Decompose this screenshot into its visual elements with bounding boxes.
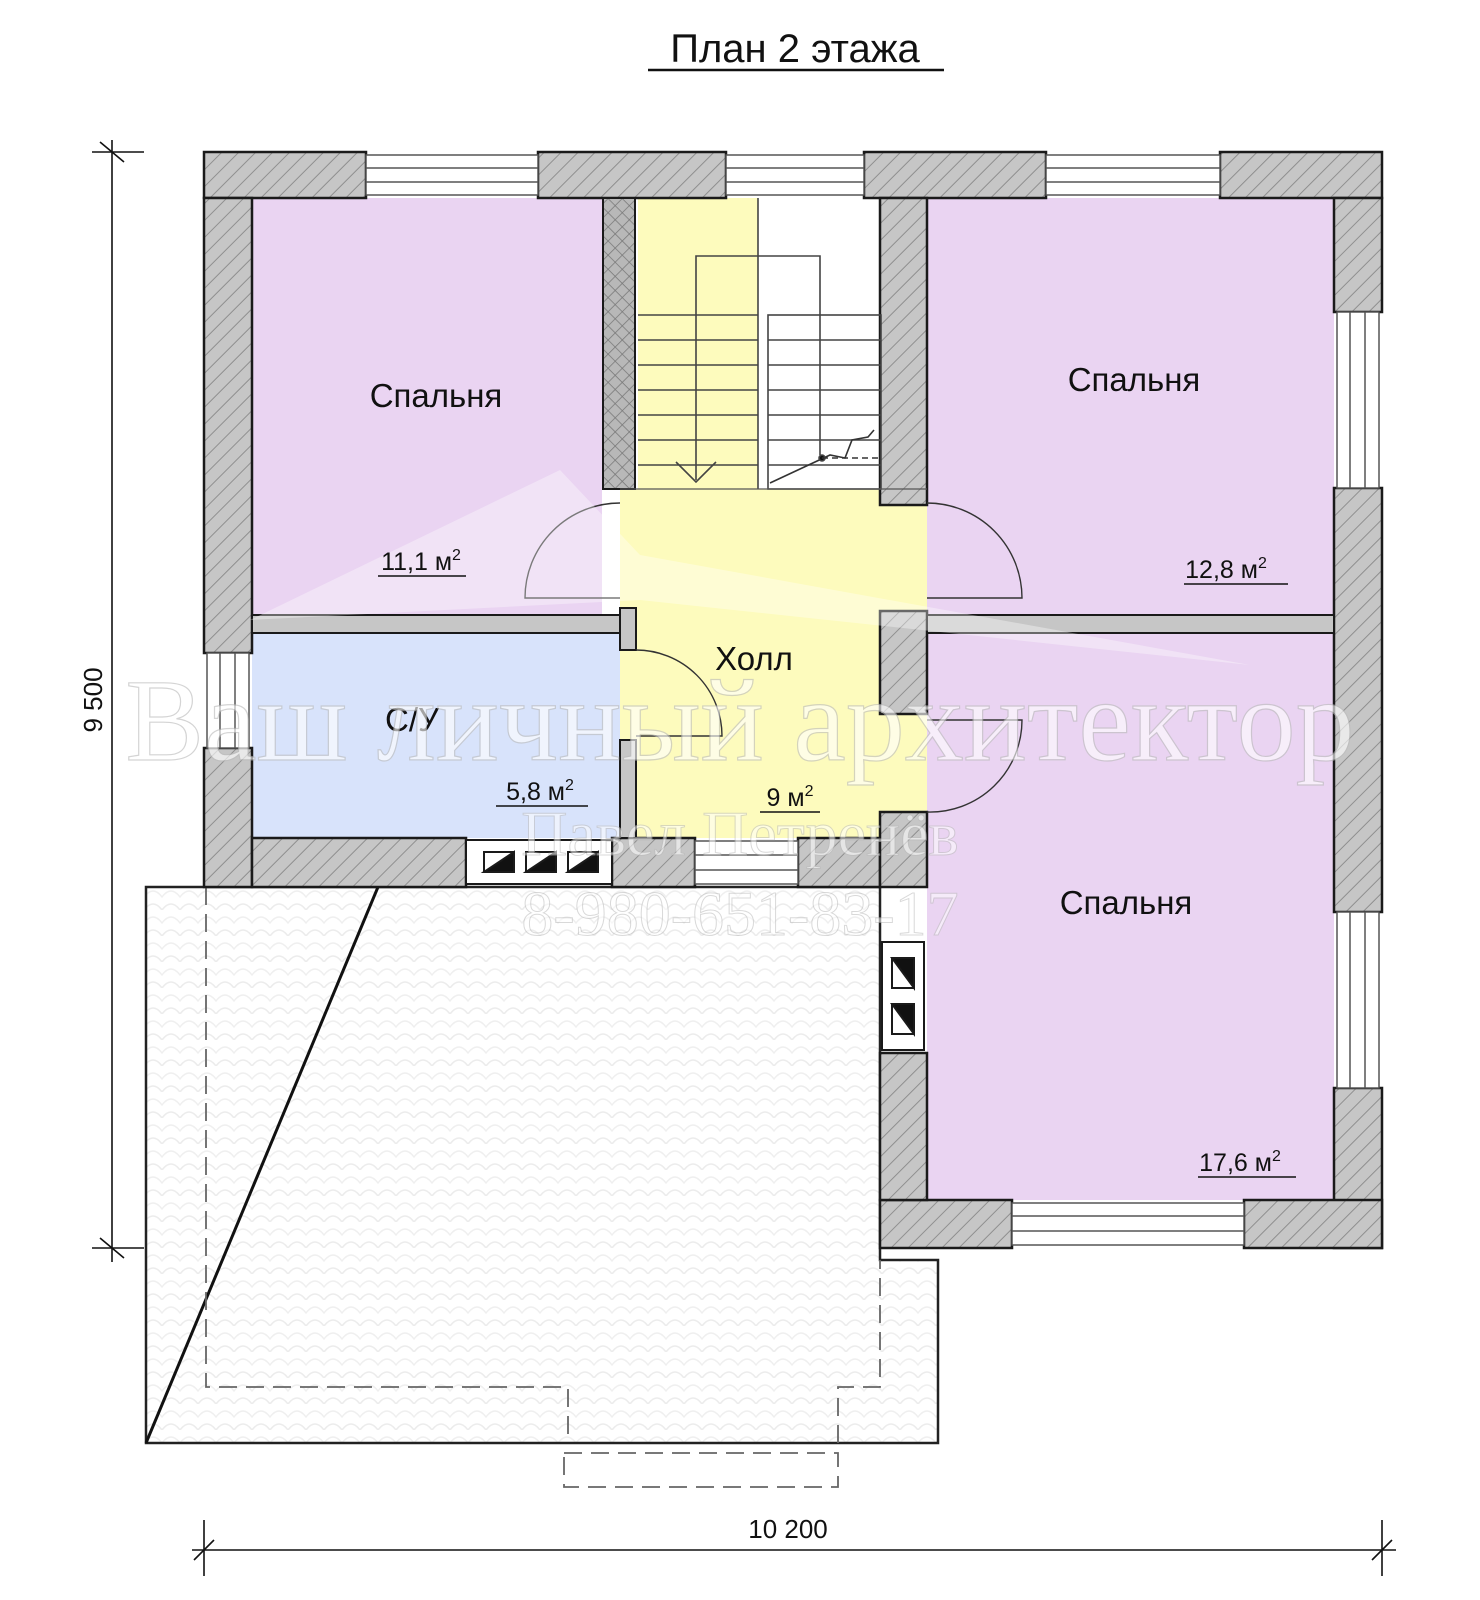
- door-bedroom-2: [926, 502, 1023, 599]
- room-bedroom-1: Спальня 11,1 м2: [370, 377, 503, 577]
- doors: [524, 502, 1023, 813]
- vent-ducts: [465, 839, 925, 1051]
- window: [1045, 154, 1221, 196]
- window: [694, 840, 799, 885]
- room-bathroom: С/У 5,8 м2: [385, 701, 588, 807]
- bedroom-3-fill: [927, 633, 1334, 1200]
- dimension-height: 9 500: [78, 140, 144, 1262]
- door-bedroom-3: [926, 719, 1023, 813]
- room-bedroom-3: Спальня 17,6 м2: [1060, 884, 1296, 1178]
- room-area: 17,6 м2: [1199, 1148, 1281, 1177]
- window: [1336, 911, 1380, 1089]
- windows: [206, 154, 1380, 1246]
- room-area: 12,8 м2: [1185, 555, 1267, 584]
- staircase: [620, 198, 927, 490]
- dimension-height-label: 9 500: [78, 667, 108, 732]
- exterior-walls: [202, 150, 1384, 1250]
- bedroom-2-fill: [927, 198, 1334, 615]
- room-name: Спальня: [370, 377, 503, 414]
- door-bedroom-1: [524, 502, 621, 599]
- room-area: 5,8 м2: [506, 777, 574, 806]
- watermark-line-1: Ваш личный архитектор: [125, 655, 1354, 786]
- room-name: С/У: [385, 701, 440, 738]
- window: [206, 652, 250, 749]
- room-area: 11,1 м2: [381, 547, 461, 576]
- watermark: Ваш личный архитектор Павел Петренёв 8-9…: [125, 654, 1355, 949]
- plan-title: План 2 этажа: [648, 27, 944, 72]
- room-hall: Холл 9 м2: [715, 640, 820, 813]
- room-name: Спальня: [1068, 361, 1201, 398]
- roof-area: [144, 885, 940, 1488]
- interior-walls: [251, 197, 1335, 839]
- room-name: Спальня: [1060, 884, 1193, 921]
- window: [365, 154, 539, 196]
- room-labels: Спальня 11,1 м2 Спальня 12,8 м2 С/У 5,8 …: [370, 361, 1296, 1178]
- window: [725, 154, 865, 196]
- dimension-width-label: 10 200: [748, 1514, 828, 1544]
- plan-title-text: План 2 этажа: [670, 27, 920, 71]
- door-bathroom: [635, 649, 723, 737]
- room-bedroom-2: Спальня 12,8 м2: [1068, 361, 1288, 585]
- room-area: 9 м2: [767, 783, 814, 812]
- watermark-line-2: Павел Петренёв: [521, 798, 958, 869]
- window: [1336, 311, 1380, 489]
- dimension-width: 10 200: [192, 1514, 1396, 1576]
- bathroom-fill: [252, 633, 620, 838]
- watermark-line-3: 8-980-651-83-17: [521, 878, 958, 949]
- room-name: Холл: [715, 640, 793, 677]
- bedroom-1-fill: [252, 198, 602, 615]
- watermark-beam: [250, 470, 1250, 665]
- window: [1011, 1202, 1245, 1246]
